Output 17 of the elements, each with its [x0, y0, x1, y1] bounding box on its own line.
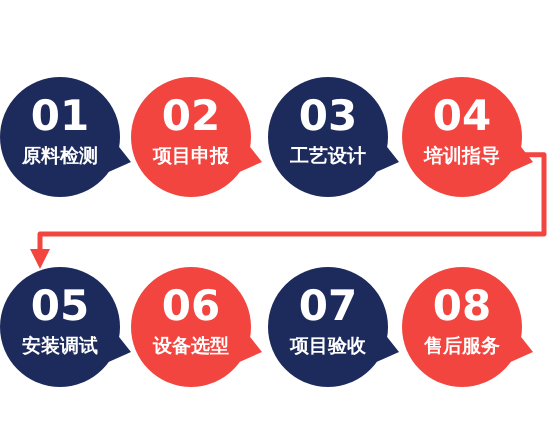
step-number: 06	[160, 282, 222, 330]
step-number: 05	[30, 282, 90, 330]
connector-arrow	[30, 152, 546, 269]
step-number: 02	[160, 92, 222, 140]
step-label: 项目验收	[288, 334, 367, 358]
step-label: 原料检测	[20, 144, 99, 168]
step-number: 04	[432, 92, 492, 140]
step-number: 01	[30, 92, 90, 140]
step-label: 项目申报	[152, 144, 230, 168]
step-label: 设备选型	[152, 334, 230, 358]
step-label: 安装调试	[21, 334, 99, 358]
step-label: 培训指导	[422, 144, 501, 168]
step-label: 售后服务	[422, 334, 501, 358]
step-label: 工艺设计	[289, 144, 367, 168]
step-number: 07	[298, 282, 358, 330]
step-number: 03	[298, 92, 358, 140]
step-number: 08	[432, 282, 492, 330]
